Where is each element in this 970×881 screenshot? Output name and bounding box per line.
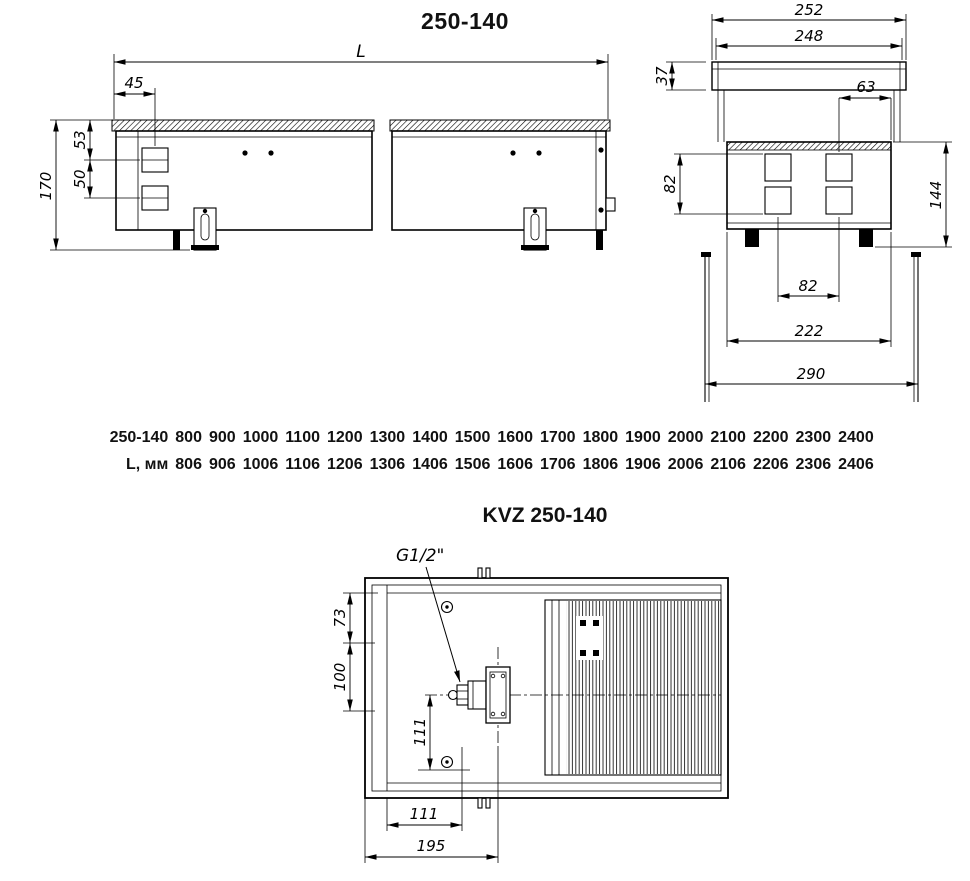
connection-nut bbox=[447, 689, 459, 701]
mounting-tab bbox=[485, 567, 491, 579]
size-table-row-models: 250-140 800 900 1000 1100 1200 1300 1400 1500 16… bbox=[0, 424, 970, 451]
dim-frame-width: 252 bbox=[795, 2, 824, 19]
dim-pipe-spacing: 82 bbox=[798, 277, 817, 295]
size-table-cell: 1300 bbox=[369, 429, 406, 446]
dim-grille-width: 248 bbox=[795, 27, 824, 45]
mounting-tab bbox=[485, 797, 491, 809]
thread-callout: G1/2" bbox=[396, 546, 461, 683]
dim-edge-to-flange: 195 bbox=[417, 837, 446, 855]
pipe-header-right-top bbox=[825, 153, 853, 182]
leader-arrow bbox=[425, 566, 461, 683]
page-title: 250-140 bbox=[421, 8, 509, 34]
size-table-cell: 1606 bbox=[497, 456, 533, 473]
size-table: 250-140 800 900 1000 1100 1200 1300 1400 1500 16… bbox=[0, 424, 970, 478]
mounting-tab bbox=[477, 797, 483, 809]
size-table-cell: 1406 bbox=[412, 456, 448, 473]
dim-axis-depth: 100 bbox=[331, 663, 349, 692]
size-table-cell: 806 bbox=[175, 456, 202, 473]
size-table-cell: 1500 bbox=[454, 429, 491, 446]
dim-edge-to-axis: 73 bbox=[331, 608, 349, 627]
valve-assembly bbox=[425, 647, 721, 747]
size-table-cell: 906 bbox=[208, 456, 236, 473]
dim-wall-to-valve: 111 bbox=[410, 805, 439, 823]
size-table-cell: 800 bbox=[175, 429, 202, 446]
heat-exchanger-coil bbox=[544, 599, 722, 776]
size-table-length-label: L, мм bbox=[125, 456, 169, 473]
size-table-cell: 1306 bbox=[369, 456, 406, 473]
thread-label: G1/2" bbox=[396, 546, 444, 566]
valve-body bbox=[467, 680, 487, 710]
size-table-cell: 1206 bbox=[327, 456, 363, 473]
size-table-cell: 2106 bbox=[710, 456, 746, 473]
dim-upper-pipe: 53 bbox=[71, 130, 89, 149]
screw-dots bbox=[242, 147, 604, 213]
size-table-cell: 2306 bbox=[795, 456, 832, 473]
dim-casing-height: 144 bbox=[927, 181, 945, 210]
adjustable-feet bbox=[173, 207, 603, 251]
size-table-cell: 1000 bbox=[242, 429, 279, 446]
size-table-cell: 2406 bbox=[838, 456, 874, 473]
pipe-header-left-top bbox=[764, 153, 792, 182]
pipe-header-left-bottom bbox=[764, 186, 792, 215]
dim-casing-width: 222 bbox=[795, 322, 824, 340]
thread-fitting bbox=[456, 684, 469, 706]
section-casing bbox=[726, 141, 892, 247]
size-table-cell: 1200 bbox=[327, 429, 363, 446]
side-view-casing bbox=[111, 119, 616, 231]
section-dimensions: 252 248 37 63 82 144 82 bbox=[653, 2, 952, 387]
dim-pipe-block-height: 82 bbox=[661, 174, 679, 193]
size-table-cell: 1800 bbox=[582, 429, 619, 446]
size-table-cell: 2206 bbox=[752, 456, 789, 473]
size-table-cell: 1006 bbox=[242, 456, 279, 473]
foot-left bbox=[745, 229, 759, 247]
size-table-cell: 1600 bbox=[497, 429, 533, 446]
mounting-tab bbox=[477, 567, 483, 579]
trench-walls bbox=[701, 252, 921, 402]
size-table-cell: 1806 bbox=[582, 456, 619, 473]
size-table-cell: 2300 bbox=[795, 429, 832, 446]
dim-height: 170 bbox=[40, 172, 55, 201]
side-view-dimensions: L 45 170 53 50 bbox=[40, 42, 609, 251]
size-table-model-values: 800 900 1000 1100 1200 1300 1400 1500 1600 1700 18… bbox=[175, 424, 873, 451]
cross-section-drawing: 252 248 37 63 82 144 82 bbox=[653, 2, 952, 402]
size-table-cell: 1506 bbox=[454, 456, 491, 473]
size-table-row-lengths: L, мм 806 906 1006 1106 1206 1306 1406 1506 1606… bbox=[0, 451, 970, 478]
size-table-cell: 1400 bbox=[412, 429, 448, 446]
size-table-model-label: 250-140 bbox=[109, 429, 169, 446]
pipe-header-right-bottom bbox=[825, 186, 853, 215]
dim-length: L bbox=[356, 42, 365, 62]
pipe-connections bbox=[141, 147, 169, 211]
dim-pipe-to-edge: 63 bbox=[856, 78, 875, 96]
size-table-cell: 1100 bbox=[285, 429, 320, 446]
size-table-cell: 2006 bbox=[667, 456, 704, 473]
dim-pipe-spacing: 50 bbox=[71, 169, 89, 188]
side-outlet-tab bbox=[605, 197, 616, 212]
size-table-length-values: 806 906 1006 1106 1206 1306 1406 1506 1606 1706 18… bbox=[175, 451, 873, 478]
size-table-cell: 900 bbox=[208, 429, 236, 446]
plan-dimensions: 73 100 111 111 195 bbox=[331, 592, 499, 863]
dim-trench-width: 290 bbox=[797, 365, 826, 383]
plan-view-drawing: G1/2" 73 100 111 111 195 bbox=[331, 546, 729, 863]
size-table-cell: 1900 bbox=[625, 429, 661, 446]
size-table-cell: 2000 bbox=[667, 429, 704, 446]
size-table-cell: 1700 bbox=[539, 429, 576, 446]
section-frame bbox=[711, 61, 907, 142]
foot-right bbox=[859, 229, 873, 247]
size-table-cell: 1706 bbox=[539, 456, 576, 473]
plan-title: KVZ 250-140 bbox=[482, 504, 608, 527]
size-table-cell: 2400 bbox=[838, 429, 874, 446]
size-table-cell: 1906 bbox=[625, 456, 661, 473]
dim-frame-height: 37 bbox=[653, 66, 671, 86]
side-view-drawing: L 45 170 53 50 bbox=[40, 42, 616, 251]
size-table-cell: 2200 bbox=[752, 429, 789, 446]
size-table-cell: 1106 bbox=[285, 456, 320, 473]
size-table-cell: 2100 bbox=[710, 429, 746, 446]
dim-axis-to-bottom: 111 bbox=[411, 718, 429, 747]
dim-end-offset: 45 bbox=[124, 74, 143, 92]
